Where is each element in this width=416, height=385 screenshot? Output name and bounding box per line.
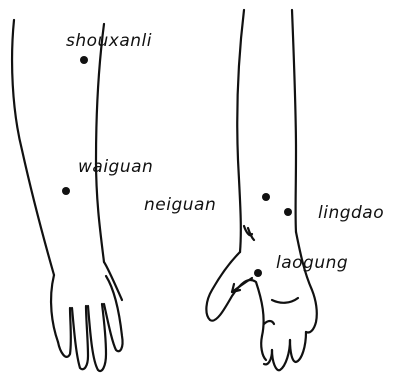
point-laogung: laogung <box>254 253 348 277</box>
left-arm-outer-contour <box>12 20 54 275</box>
thumb-contour <box>206 252 263 336</box>
point-label: neiguan <box>144 195 216 215</box>
point-lingdao: lingdao <box>284 203 384 223</box>
laogung-arrow-line <box>232 278 252 292</box>
right-arm <box>206 10 316 370</box>
left-arm <box>12 20 122 371</box>
palm-crease-short <box>264 321 274 324</box>
point-label: laogung <box>276 253 348 273</box>
point-dot <box>262 193 270 201</box>
point-label: waiguan <box>78 157 153 177</box>
point-shouxanli: shouxanli <box>66 31 152 64</box>
point-dot <box>254 269 262 277</box>
left-hand <box>51 262 123 371</box>
point-label: lingdao <box>318 203 384 223</box>
point-dot <box>284 208 292 216</box>
point-dot <box>80 56 88 64</box>
right-arm-outer-contour <box>237 10 244 252</box>
point-label: shouxanli <box>66 31 152 51</box>
point-dot <box>62 187 70 195</box>
point-waiguan: waiguan <box>62 157 153 195</box>
right-arm-inner-contour <box>292 10 296 232</box>
point-neiguan: neiguan <box>144 193 270 215</box>
left-arm-inner-contour <box>96 24 104 262</box>
palm-crease <box>272 298 298 303</box>
